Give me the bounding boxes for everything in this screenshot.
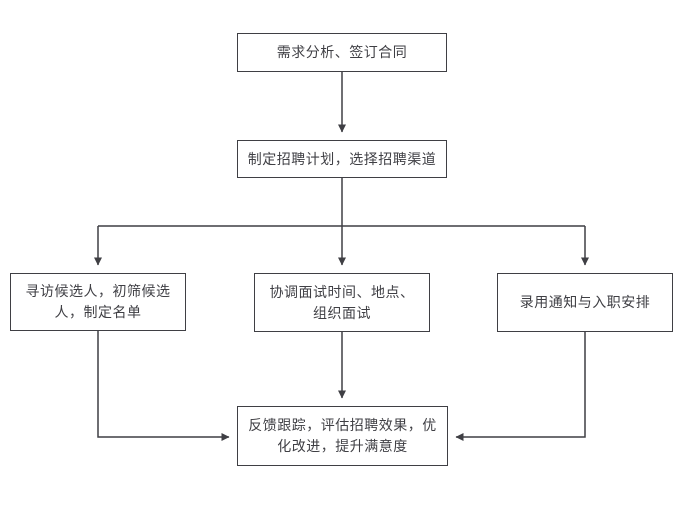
node-feedback-improvement-label: 反馈跟踪，评估招聘效果，优化改进，提升满意度 bbox=[248, 417, 437, 454]
node-interview-coordination: 协调面试时间、地点、组织面试 bbox=[254, 273, 430, 332]
edge-offer-to-feedback bbox=[455, 332, 586, 441]
node-recruit-plan-label: 制定招聘计划，选择招聘渠道 bbox=[247, 150, 437, 167]
node-candidate-sourcing: 寻访候选人，初筛候选人，制定名单 bbox=[10, 273, 186, 331]
node-feedback-improvement: 反馈跟踪，评估招聘效果，优化改进，提升满意度 bbox=[237, 406, 448, 466]
node-offer-onboarding-label: 录用通知与入职安排 bbox=[519, 294, 651, 310]
node-candidate-sourcing-label: 寻访候选人，初筛候选人，制定名单 bbox=[25, 283, 171, 320]
node-recruit-plan: 制定招聘计划，选择招聘渠道 bbox=[237, 140, 447, 178]
edge-sourcing-to-feedback bbox=[97, 331, 230, 441]
node-interview-coordination-label: 协调面试时间、地点、组织面试 bbox=[269, 283, 415, 321]
node-need-analysis-label: 需求分析、签订合同 bbox=[276, 44, 408, 60]
node-offer-onboarding: 录用通知与入职安排 bbox=[497, 273, 673, 332]
node-need-analysis: 需求分析、签订合同 bbox=[237, 33, 447, 72]
